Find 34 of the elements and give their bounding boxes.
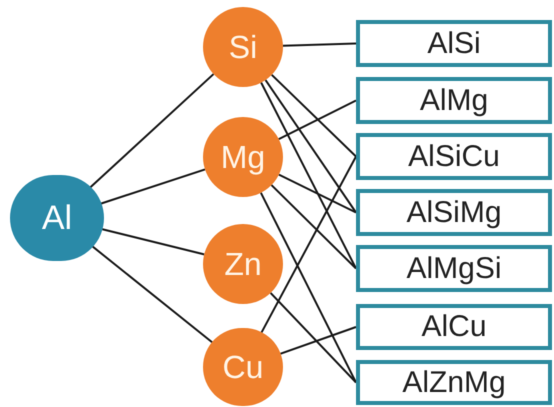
connector-line	[100, 168, 206, 204]
connector-line	[92, 246, 213, 344]
connector-line	[278, 174, 356, 214]
alloy-box	[356, 133, 552, 180]
alloy-box	[356, 304, 552, 350]
alloy-box	[356, 20, 552, 67]
element-symbol: Al	[42, 201, 72, 235]
element-symbol: AlMgSi	[406, 254, 502, 284]
connector-line	[260, 156, 357, 333]
element-symbol: AlCu	[421, 312, 487, 342]
element-symbol: Zn	[224, 248, 262, 280]
connector-line	[270, 184, 357, 270]
alloy-box	[356, 360, 552, 405]
alloy-box	[356, 245, 552, 292]
element-symbol: AlMg	[420, 86, 488, 116]
element-symbol: AlSiCu	[408, 142, 500, 172]
element-symbol: Cu	[222, 351, 264, 383]
connector-line	[278, 100, 356, 140]
element-symbol: AlZnMg	[402, 368, 506, 398]
alloy-box	[356, 189, 552, 236]
element-symbol: Si	[228, 31, 258, 63]
connector-line	[260, 192, 357, 383]
connector-line	[89, 73, 214, 188]
element-symbol: Mg	[220, 141, 266, 173]
connector-line	[271, 74, 357, 158]
connector-line	[260, 82, 357, 269]
connector-line	[264, 79, 357, 214]
connector-line	[282, 42, 356, 47]
element-symbol: AlSi	[427, 28, 481, 58]
alloy-box	[356, 77, 552, 124]
element-symbol: AlSiMg	[406, 198, 502, 228]
connector-line	[102, 228, 204, 256]
connector-line	[280, 326, 356, 355]
connector-line	[270, 292, 357, 384]
